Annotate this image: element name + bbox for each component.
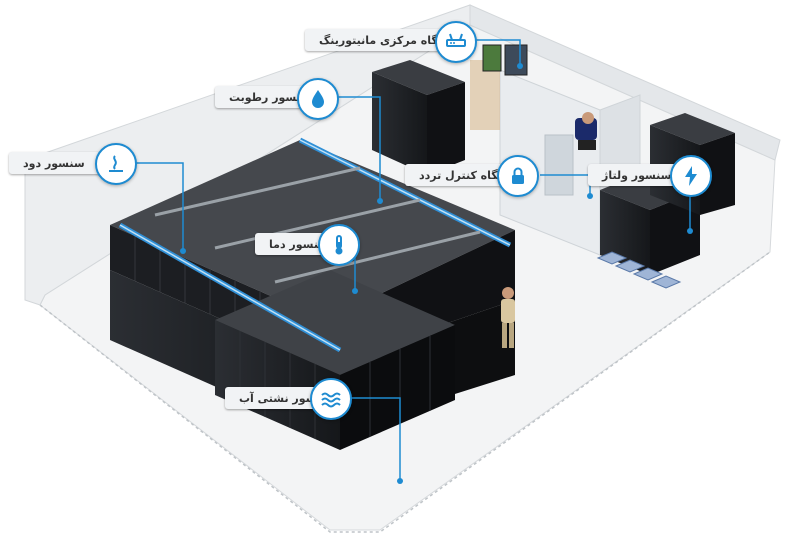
callout-monitoring-device[interactable]: دستگاه مرکزی مانیتورینگ: [305, 29, 465, 51]
callout-leader-lines: [136, 39, 691, 480]
smoke-icon: [95, 143, 137, 185]
callout-voltage-label: سنسور ولتاژ: [602, 168, 672, 182]
callout-humidity-label: سنسور رطوبت: [229, 90, 312, 104]
callout-temperature-label: سنسور دما: [269, 237, 330, 251]
rack-block-front: [215, 270, 455, 450]
lock-icon: [497, 155, 539, 197]
lightning-icon: [670, 155, 712, 197]
water-waves-icon: [310, 378, 352, 420]
callout-smoke-label: سنسور دود: [23, 156, 85, 170]
callout-access-label: دستگاه کنترل تردد: [419, 168, 519, 182]
callout-access-control[interactable]: دستگاه کنترل تردد: [405, 164, 519, 186]
perforated-floor-tiles: [596, 251, 682, 289]
thermometer-icon: [318, 224, 360, 266]
operator-chair: [575, 112, 597, 150]
monitoring-rack-cluster: [372, 60, 465, 175]
cable-trays: [118, 137, 512, 353]
callout-leak-label: سنسور نشتی آب: [239, 391, 333, 405]
water-drop-icon: [297, 78, 339, 120]
callout-monitoring-label: دستگاه مرکزی مانیتورینگ: [319, 33, 459, 47]
monitoring-device-icon: [435, 21, 477, 63]
callout-humidity-sensor[interactable]: سنسور رطوبت: [215, 86, 315, 108]
callout-leader-dots: [180, 63, 693, 484]
technician-figure: [501, 287, 515, 348]
callout-voltage-sensor[interactable]: سنسور ولتاژ: [588, 164, 683, 186]
callout-smoke-sensor[interactable]: سنسور دود: [9, 152, 104, 174]
callout-water-leak-sensor[interactable]: سنسور نشتی آب: [225, 387, 332, 409]
